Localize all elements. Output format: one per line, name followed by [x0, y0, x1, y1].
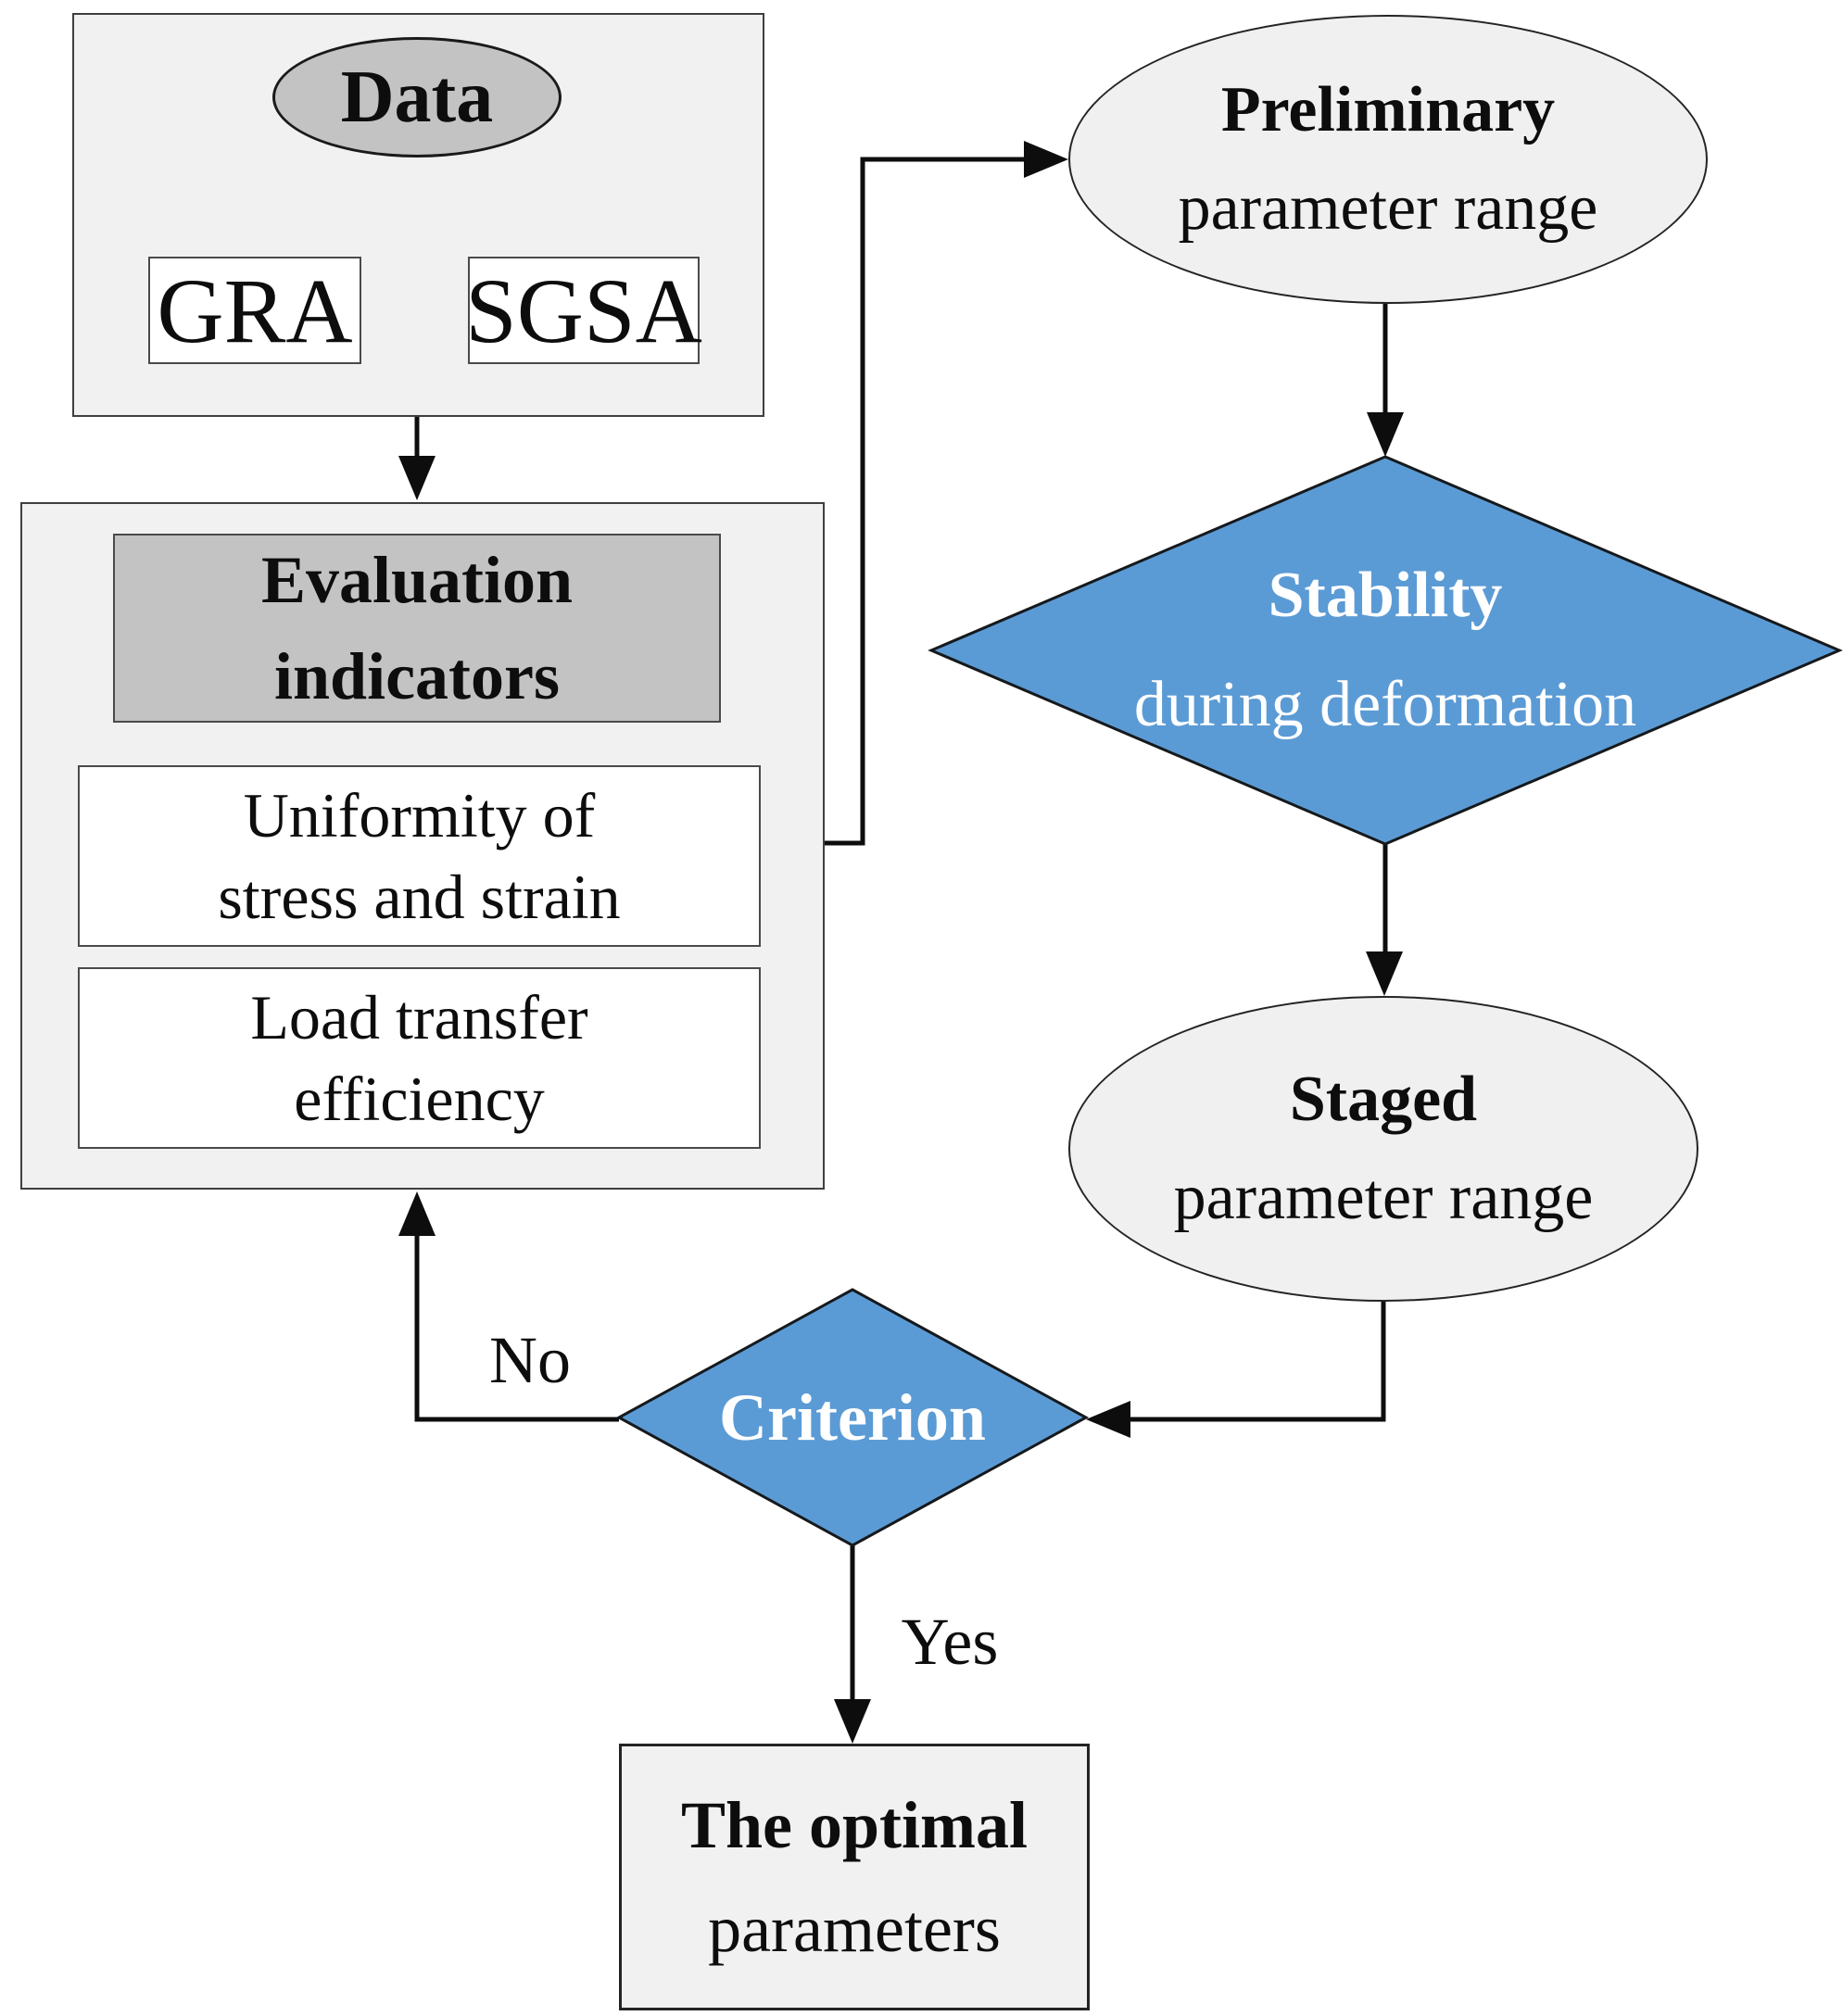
stability-diamond-shape	[928, 455, 1843, 846]
yes-edge-label: Yes	[843, 1597, 1056, 1686]
criterion-diamond-shape	[615, 1288, 1090, 1547]
staged-node: Staged parameter range	[1068, 996, 1698, 1302]
arrowhead-to-evaluation	[398, 456, 436, 500]
evaluation-indicators-line2: indicators	[273, 639, 560, 713]
arrowhead-to-preliminary	[1024, 141, 1068, 178]
criterion-node-label: Criterion	[719, 1380, 986, 1455]
yes-label-text: Yes	[901, 1604, 999, 1679]
preliminary-node: Preliminary parameter range	[1068, 15, 1708, 304]
stability-line1: Stability	[1268, 560, 1503, 631]
gra-node-label: GRA	[157, 258, 353, 362]
load-transfer-line2: efficiency	[294, 1064, 545, 1134]
evaluation-indicators-line1: Evaluation	[260, 543, 574, 617]
arrowhead-to-stability	[1367, 412, 1404, 457]
sgsa-node-label: SGSA	[465, 258, 702, 362]
uniformity-line1: Uniformity of	[243, 780, 596, 850]
no-label-text: No	[489, 1322, 571, 1397]
data-node-label: Data	[340, 56, 494, 138]
gra-node: GRA	[148, 257, 361, 364]
criterion-node: Criterion	[667, 1379, 1038, 1456]
load-transfer-node: Load transfer efficiency	[78, 967, 761, 1149]
preliminary-line1: Preliminary	[1220, 74, 1556, 145]
preliminary-line2: parameter range	[1178, 172, 1598, 244]
stability-line2: during deformation	[1133, 669, 1637, 740]
arrowhead-no-to-evaluation	[398, 1191, 436, 1236]
arrowhead-to-staged	[1366, 951, 1403, 996]
staged-line2: parameter range	[1173, 1162, 1594, 1233]
arrowhead-to-optimal	[834, 1699, 871, 1744]
sgsa-node: SGSA	[465, 257, 702, 364]
arrowhead-to-criterion	[1086, 1401, 1130, 1438]
evaluation-indicators-node: Evaluation indicators	[113, 534, 721, 723]
uniformity-node: Uniformity of stress and strain	[78, 765, 761, 947]
load-transfer-line1: Load transfer	[250, 982, 588, 1052]
edge-staged-to-criterion	[1129, 1302, 1386, 1422]
uniformity-line2: stress and strain	[218, 862, 621, 932]
data-node: Data	[272, 37, 562, 158]
stability-node: Stability during deformation	[1015, 519, 1756, 782]
staged-line1: Staged	[1289, 1064, 1478, 1135]
optimal-parameters-node: The optimal parameters	[619, 1744, 1090, 2010]
edge-evaluation-to-preliminary	[825, 157, 1026, 846]
optimal-line2: parameters	[708, 1892, 1001, 1966]
no-edge-label: No	[437, 1316, 623, 1405]
optimal-line1: The optimal	[680, 1788, 1029, 1862]
edge-criterion-no-return	[414, 1234, 619, 1422]
